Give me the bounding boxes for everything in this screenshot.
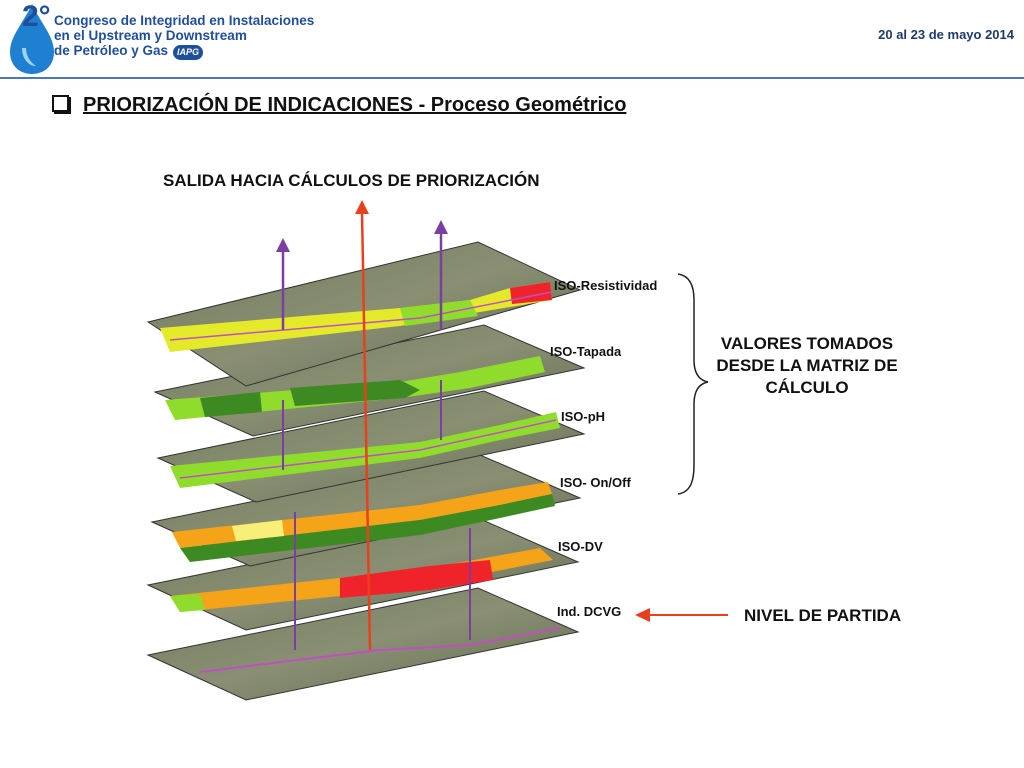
header-divider bbox=[0, 77, 1024, 79]
layer-label: ISO-pH bbox=[561, 409, 605, 424]
event-date: 20 al 23 de mayo 2014 bbox=[878, 27, 1014, 42]
curly-brace-icon bbox=[677, 273, 709, 495]
slide-title: PRIORIZACIÓN DE INDICACIONES - Proceso G… bbox=[52, 94, 626, 117]
layer-label: ISO-Tapada bbox=[550, 344, 622, 359]
start-label: NIVEL DE PARTIDA bbox=[744, 606, 902, 625]
purple-arrow-head-icon bbox=[434, 220, 448, 234]
event-title-line: Congreso de Integridad en Instalaciones bbox=[54, 13, 315, 28]
checkbox-bullet-icon bbox=[52, 95, 69, 112]
slide-title-text: PRIORIZACIÓN DE INDICACIONES - Proceso G… bbox=[83, 94, 627, 116]
event-title-line: en el Upstream y Downstream bbox=[54, 28, 247, 43]
red-arrow-head-icon bbox=[355, 200, 369, 214]
values-label: VALORES TOMADOS DESDE LA MATRIZ DE CÁLCU… bbox=[716, 334, 898, 397]
layer-label: ISO-Resistividad bbox=[554, 278, 657, 293]
water-drop-logo-icon bbox=[10, 4, 54, 74]
layer-iso-ph bbox=[156, 390, 586, 503]
event-title: Congreso de Integridad en Instalaciones … bbox=[54, 13, 334, 58]
purple-arrow-head-icon bbox=[276, 238, 290, 252]
layer-iso-tapada bbox=[153, 324, 586, 437]
start-pointer-arrow-icon bbox=[635, 608, 650, 622]
output-label: SALIDA HACIA CÁLCULOS DE PRIORIZACIÓN bbox=[163, 171, 540, 190]
red-arrow-line bbox=[360, 211, 372, 651]
layer-label: ISO-DV bbox=[558, 539, 603, 554]
layer-label: Ind. DCVG bbox=[557, 604, 621, 619]
event-title-line: de Petróleo y Gas bbox=[54, 43, 169, 58]
layer-label: ISO- On/Off bbox=[560, 475, 631, 490]
iapg-badge: IAPG bbox=[173, 45, 203, 60]
slide-header: 2° Congreso de Integridad en Instalacion… bbox=[0, 0, 1024, 79]
output-arrows bbox=[276, 200, 471, 651]
logo-number: 2° bbox=[22, 0, 51, 33]
